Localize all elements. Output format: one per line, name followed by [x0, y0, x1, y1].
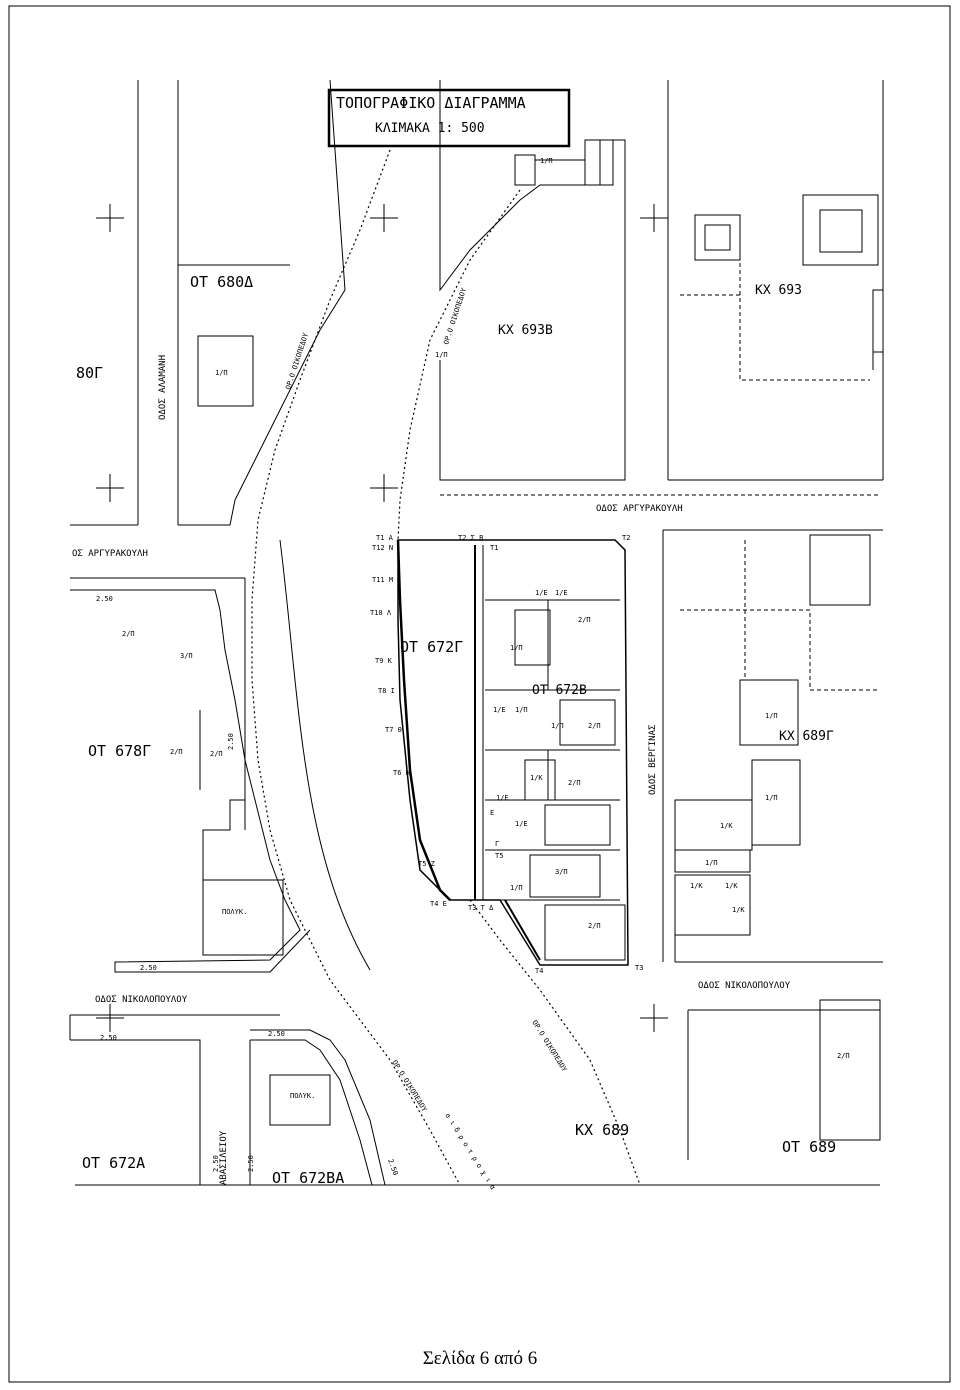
map-title: ΤΟΠΟΓΡΑΦΙΚΟ ΔΙΑΓΡΑΜΜΑ [336, 94, 526, 112]
unit-label: 3/Π [180, 652, 193, 660]
street-label: ΟΔΟΣ ΝΙΚΟΛΟΠΟΥΛΟΥ [95, 995, 188, 1005]
block-label: ΟΤ 672Β [532, 683, 587, 698]
survey-crosses [96, 204, 668, 1032]
map-linework [69, 79, 884, 1186]
point-label: Τ2 [622, 534, 630, 542]
unit-label: 1/Π [765, 712, 778, 720]
block-label: ΚΧ 689Γ [779, 729, 834, 744]
railway-lines [251, 149, 641, 1186]
street-label: ΑΒΑΣΙΛΕΙΟΥ [219, 1130, 229, 1185]
point-label: Τ12 Ν [372, 544, 393, 552]
unit-label: 2/Π [122, 630, 135, 638]
dashed-boundaries [440, 260, 880, 691]
point-label: Τ6 Η [393, 769, 410, 777]
block-label: ΟΤ 672Α [82, 1154, 145, 1172]
unit-label: 2/Π [210, 750, 223, 758]
block-label: ΟΤ 672ΒΑ [272, 1169, 344, 1187]
block-label: ΟΤ 678Γ [88, 742, 151, 760]
page-number: Σελίδα 6 από 6 [422, 1348, 538, 1369]
rail-label: ΟΡ.Ο ΟΙΚΟΠΕΔΟΥ [530, 1019, 568, 1074]
unit-label: 1/Κ [725, 882, 738, 890]
unit-label: 1/Κ [530, 774, 543, 782]
unit-label: 1/Π [510, 644, 523, 652]
width-label: 2.50 [100, 1034, 117, 1042]
street-label: ΟΔΟΣ ΑΛΑΜΑΝΗ [158, 355, 168, 420]
map-labels: ΤΟΠΟΓΡΑΦΙΚΟ ΔΙΑΓΡΑΜΜΑ ΚΛΙΜΑΚΑ 1: 500 ΟΤ … [72, 94, 850, 1191]
unit-label: 1/Κ [720, 822, 733, 830]
unit-label: 1/Π [215, 369, 228, 377]
point-label: Τ8 Ι [378, 687, 395, 695]
point-label: Τ10 Λ [370, 609, 392, 617]
street-label: ΟΔΟΣ ΑΡΓΥΡΑΚΟΥΛΗ [596, 504, 683, 514]
unit-label: 2/Π [588, 922, 601, 930]
unit-label: 1/Ε [496, 794, 509, 802]
point-label: Τ3 Τ Δ [468, 904, 494, 912]
unit-label: 1/Π [551, 722, 564, 730]
block-label: ΟΤ 672Γ [400, 638, 463, 656]
point-label: Τ11 Μ [372, 576, 393, 584]
point-label: Τ3 [635, 964, 643, 972]
unit-label: 1/Π [765, 794, 778, 802]
unit-label: 1/Κ [690, 882, 703, 890]
point-label: Τ9 Κ [375, 657, 393, 665]
block-label: ΟΤ 689 [782, 1138, 836, 1156]
point-label: Τ5 Ζ [418, 860, 435, 868]
point-label: Τ2 Σ Β [458, 534, 483, 542]
rail-label: σ ι δ ρ ο τ ρ ο χ ι α [443, 1112, 497, 1191]
width-label: 2.50 [212, 1155, 220, 1172]
street-label: ΟΔΟΣ ΝΙΚΟΛΟΠΟΥΛΟΥ [698, 981, 791, 991]
rail-label: ΟΡ.Ο ΟΙΚΟΠΕΔΟΥ [284, 331, 310, 390]
unit-label: 1/Ε [535, 589, 548, 597]
block-label: 80Γ [76, 364, 103, 382]
unit-label: 2/Π [837, 1052, 850, 1060]
point-label: Τ4 [535, 967, 543, 975]
unit-label: 1/Π [435, 351, 448, 359]
block-label: ΚΧ 693Β [498, 323, 553, 338]
map-scale: ΚΛΙΜΑΚΑ 1: 500 [375, 121, 485, 136]
street-label: ΟΔΟΣ ΒΕΡΓΙΝΑΣ [648, 725, 658, 795]
width-label: 2.50 [268, 1030, 285, 1038]
rail-label: ΟΡ.Ο ΟΙΚΟΠΕΔΟΥ [442, 286, 468, 345]
unit-label: 3/Π [555, 868, 568, 876]
unit-label: ΠΟΛΥΚ. [290, 1092, 315, 1100]
unit-label: 1/Π [515, 706, 528, 714]
width-label: 2.50 [227, 733, 235, 750]
unit-label: 1/Κ [732, 906, 745, 914]
block-label: ΟΤ 680Δ [190, 273, 253, 291]
unit-label: 2/Π [588, 722, 601, 730]
curve-edge [279, 539, 371, 971]
point-label: Τ4 Ε [430, 900, 447, 908]
block-label: ΚΧ 689 [575, 1121, 629, 1139]
point-label: Ε [490, 809, 494, 817]
point-label: Γ [495, 840, 499, 848]
width-label: 2.50 [96, 595, 113, 603]
point-label: Τ1 [490, 544, 498, 552]
block-label: ΚΧ 693 [755, 283, 802, 298]
unit-label: ΠΟΛΥΚ. [222, 908, 247, 916]
unit-label: 2/Π [578, 616, 591, 624]
unit-label: 1/Π [540, 157, 553, 165]
point-label: Τ5 [495, 852, 503, 860]
width-label: 2.50 [247, 1155, 255, 1172]
unit-label: 1/Π [705, 859, 718, 867]
rail-label: ΟΡ.Ο ΟΙΚΟΠΕΔΟΥ [390, 1059, 428, 1114]
unit-label: 2/Π [568, 779, 581, 787]
page-frame [8, 5, 951, 1383]
width-label: 2.50 [386, 1158, 399, 1177]
point-label: Τ7 Θ [385, 726, 402, 734]
street-label: ΟΣ ΑΡΓΥΡΑΚΟΥΛΗ [72, 549, 148, 559]
unit-label: 1/Ε [555, 589, 568, 597]
unit-label: 1/Ε [515, 820, 528, 828]
unit-label: 2/Π [170, 748, 183, 756]
point-label: Τ1 Α [376, 534, 394, 542]
width-label: 2.50 [140, 964, 157, 972]
unit-label: 1/Π [510, 884, 523, 892]
unit-label: 1/Ε [493, 706, 506, 714]
